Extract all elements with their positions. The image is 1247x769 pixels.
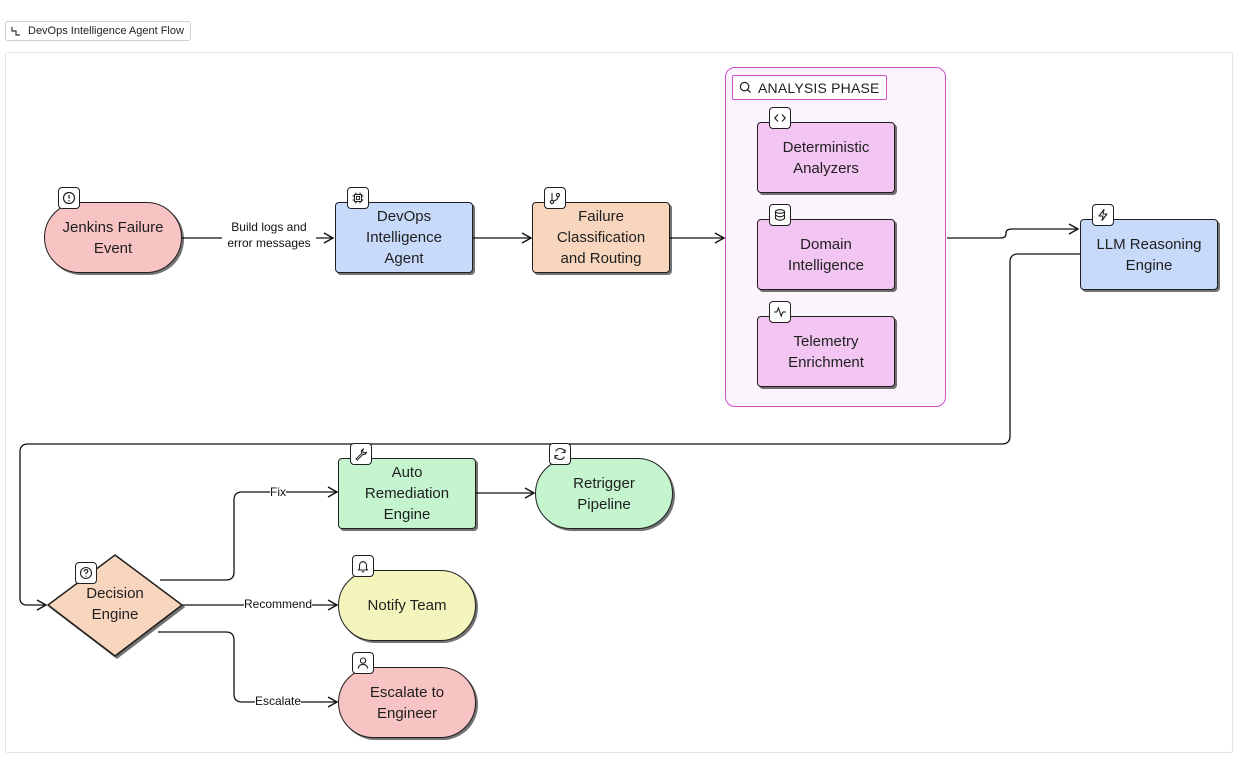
- analysis-phase-label: ANALYSIS PHASE: [732, 75, 887, 100]
- search-icon: [739, 81, 752, 94]
- jenkins-failure-event-node[interactable]: Jenkins Failure Event: [44, 202, 182, 273]
- edge-label-fix: Fix: [270, 484, 286, 500]
- edge-llm-decision: [19, 253, 1080, 611]
- failure-classification-node[interactable]: Failure Classification and Routing: [532, 202, 670, 273]
- zap-icon: [1092, 204, 1114, 226]
- cpu-icon: [347, 187, 369, 209]
- activity-icon: [769, 301, 791, 323]
- edge-label-escalate: Escalate: [255, 693, 302, 709]
- edge-decision-fix: [160, 486, 339, 581]
- wrench-icon: [350, 443, 372, 465]
- decision-engine-label[interactable]: Decision Engine: [86, 585, 144, 623]
- refresh-icon: [549, 443, 571, 465]
- diagram-title-chip[interactable]: DevOps Intelligence Agent Flow: [5, 21, 191, 41]
- flow-icon: [11, 27, 20, 36]
- bell-icon: [352, 555, 374, 577]
- database-icon: [769, 204, 791, 226]
- auto-remediation-engine-node[interactable]: Auto Remediation Engine: [338, 458, 476, 529]
- user-icon: [352, 652, 374, 674]
- alert-circle-icon: [58, 187, 80, 209]
- notify-team-node[interactable]: Notify Team: [338, 570, 476, 641]
- edge-label-recommend: Recommend: [244, 596, 313, 612]
- escalate-to-engineer-node[interactable]: Escalate to Engineer: [338, 667, 476, 738]
- diagram-canvas: [5, 52, 1233, 753]
- retrigger-pipeline-node[interactable]: Retrigger Pipeline: [535, 458, 673, 529]
- edge-decision-escalate: [158, 631, 339, 708]
- deterministic-analyzers-node[interactable]: Deterministic Analyzers: [757, 122, 895, 193]
- git-branch-icon: [544, 187, 566, 209]
- code-icon: [769, 107, 791, 129]
- edge-analysis-llm: [947, 223, 1080, 239]
- devops-intelligence-agent-node[interactable]: DevOps Intelligence Agent: [335, 202, 473, 273]
- domain-intelligence-node[interactable]: Domain Intelligence: [757, 219, 895, 290]
- llm-reasoning-engine-node[interactable]: LLM Reasoning Engine: [1080, 219, 1218, 290]
- telemetry-enrichment-node[interactable]: Telemetry Enrichment: [757, 316, 895, 387]
- edge-label-build-logs: Build logs and error messages: [222, 219, 316, 251]
- diagram-title: DevOps Intelligence Agent Flow: [28, 25, 184, 37]
- help-circle-icon: [75, 562, 97, 584]
